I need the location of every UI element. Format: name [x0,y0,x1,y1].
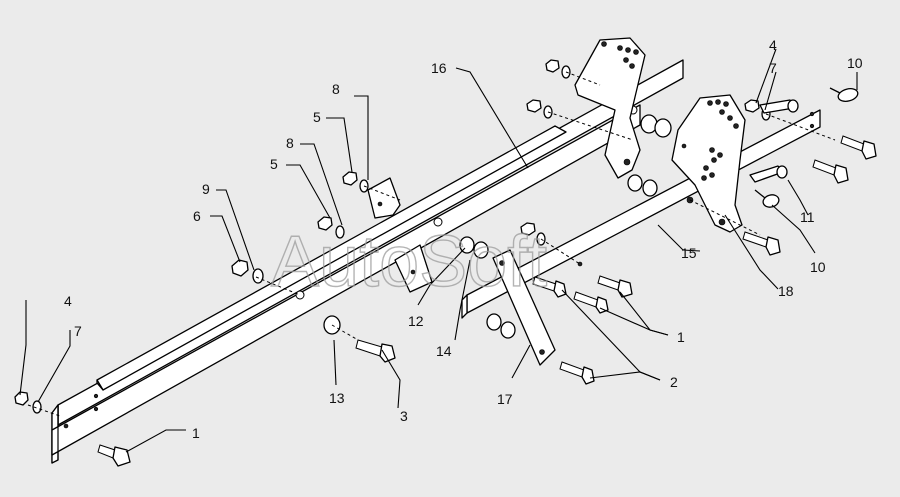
bolt-1-mid-b [573,291,609,314]
bolt-1-mid-a [597,275,633,298]
callout-16: 16 [431,60,447,76]
callout-1-mid: 1 [677,329,685,345]
pin-upper [759,99,799,114]
leader-lines [19,48,858,453]
callout-10-upper: 10 [847,55,863,71]
callout-8-upper: 8 [332,81,340,97]
watermark-text: AutoSoft [271,222,547,302]
bolt-right-b [812,159,849,184]
callout-3: 3 [400,408,408,424]
clamp-plate-upper [367,177,433,293]
callout-10-lower: 10 [810,259,826,275]
assembly-axes [27,71,836,417]
callout-4-right: 4 [769,37,777,53]
bolt-18 [742,231,781,256]
callout-9: 9 [202,181,210,197]
pin-11 [749,165,788,183]
callout-labels: 1 3 13 14 12 17 1 2 15 18 11 10 10 4 7 1… [64,37,863,441]
bolt-right-a [840,135,877,160]
bolt-2-b [559,361,595,385]
bolts [97,99,877,467]
bolt-3 [355,339,396,363]
callout-8-lower: 8 [286,135,294,151]
callout-13: 13 [329,390,345,406]
bolt-2-a [532,276,567,298]
callout-5-upper: 5 [313,109,321,125]
callout-4-left: 4 [64,293,72,309]
callout-14: 14 [436,343,452,359]
flat-bar [96,125,567,391]
callout-7-left: 7 [74,323,82,339]
side-bracket-plate [671,94,746,233]
strap-plate [492,249,556,366]
bolt-1-left [97,444,131,467]
upper-bracket-plate [574,37,646,179]
callout-12: 12 [408,313,424,329]
callout-5-lower: 5 [270,156,278,172]
callout-1-left: 1 [192,425,200,441]
callout-7-right: 7 [769,60,777,76]
callout-18: 18 [778,283,794,299]
lynch-pins [754,87,859,208]
callout-2: 2 [670,374,678,390]
callout-6: 6 [193,208,201,224]
callout-17: 17 [497,391,513,407]
callout-15: 15 [681,245,697,261]
callout-11: 11 [800,209,815,225]
